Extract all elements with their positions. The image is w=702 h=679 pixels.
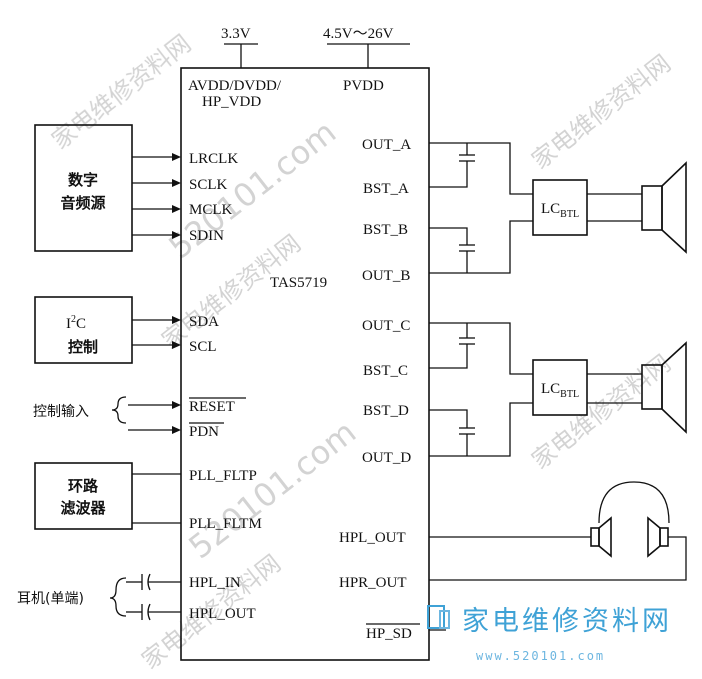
pin-scl: SCL (189, 339, 217, 355)
pin-hpl-out-right: HPL_OUT (339, 530, 406, 546)
control-input-label: 控制输入 (33, 404, 89, 420)
supply-3v3-label: 3.3V (221, 26, 251, 42)
out-d-wire (429, 402, 533, 457)
control-input-group: 控制输入 (33, 396, 181, 434)
headphone-left-magnet (590, 527, 600, 547)
bridge-channel-ab: LCBTL (429, 142, 687, 274)
lc-btl-label: LCBTL (541, 381, 579, 400)
pin-hpl-out-left: HPL_OUT (189, 606, 256, 622)
loop-filter-line1: 环路 (68, 477, 99, 495)
out-b-wire (429, 220, 533, 274)
pin-hpl-in: HPL_IN (189, 575, 241, 591)
lc-btl-filter-ab (532, 179, 588, 236)
source-arrows (132, 153, 181, 239)
site-watermark-logo: 家电维修资料网 www.520101.com (427, 605, 672, 663)
arrow-head (172, 205, 181, 213)
loop-filter-line2: 滤波器 (60, 499, 106, 517)
arrow-head (172, 341, 181, 349)
headphone-label: 耳机(单端) (17, 591, 84, 607)
out-a-wire (429, 142, 533, 195)
i2c-control-block: I2C 控制 (34, 296, 181, 364)
logo-mark-icon (427, 605, 445, 629)
supply-rails: 3.3V 4.5V～26V (221, 26, 410, 68)
arrow-head (172, 426, 181, 434)
chip-body (180, 67, 430, 661)
bst-d-wire (429, 409, 468, 428)
loop-filter-block: 环路 滤波器 (34, 462, 181, 530)
loop-filter-box (34, 462, 133, 530)
chip-name: TAS5719 (270, 275, 327, 291)
pin-lrclk: LRCLK (189, 151, 238, 167)
control-input-brace (111, 396, 127, 424)
pin-sclk: SCLK (189, 177, 228, 193)
arrow-head (172, 316, 181, 324)
digital-audio-source-line2: 音频源 (60, 194, 105, 212)
digital-audio-source-box (34, 124, 133, 252)
pin-bst-b: BST_B (363, 222, 408, 238)
lc-btl-label: LCBTL (541, 201, 579, 220)
headphone-right-magnet (659, 527, 669, 547)
headphone-band-icon (598, 481, 670, 524)
watermark-logo-url: www.520101.com (476, 649, 605, 663)
out-c-wire (429, 322, 533, 375)
hpr-out-wire (429, 536, 687, 581)
pin-pdn: PDN (189, 424, 219, 440)
digital-audio-source-block: 数字 音频源 (34, 124, 181, 252)
pin-mclk: MCLK (189, 202, 233, 218)
pin-bst-d: BST_D (363, 403, 409, 419)
i2c-control-label: 控制 (68, 338, 98, 356)
watermark-logo-text: 家电维修资料网 (462, 606, 672, 637)
lc-btl-filter-cd (532, 359, 588, 416)
pin-hp-sd: HP_SD (366, 626, 412, 642)
headphone-output (429, 481, 687, 631)
pin-out-a: OUT_A (362, 137, 411, 153)
pin-hpr-out: HPR_OUT (339, 575, 407, 591)
pin-bst-c: BST_C (363, 363, 408, 379)
arrow-head (172, 153, 181, 161)
arrow-head (172, 231, 181, 239)
headphone-right-cup-icon (647, 516, 661, 558)
pin-out-b: OUT_B (362, 268, 410, 284)
pin-bst-a: BST_A (363, 181, 409, 197)
pin-pll-fltm: PLL_FLTM (189, 516, 262, 532)
pin-sda: SDA (189, 314, 219, 330)
pin-out-d: OUT_D (362, 450, 411, 466)
headphone-left-cup-icon (598, 516, 612, 558)
pin-pvdd-label: PVDD (343, 78, 384, 94)
watermark-text: 家电维修资料网 (46, 29, 196, 154)
tas5719-chip: AVDD/DVDD/ HP_VDD PVDD TAS5719 LRCLK SCL… (180, 67, 430, 661)
digital-audio-source-line1: 数字 (68, 171, 98, 189)
pin-reset: RESET (189, 399, 235, 415)
watermark-text: 家电维修资料网 (526, 49, 676, 174)
bridge-channel-cd: LCBTL (429, 322, 687, 457)
bst-a-wire (429, 161, 468, 188)
supply-pvdd-label: 4.5V～26V (323, 26, 394, 42)
i2c-control-box (34, 296, 133, 364)
headphone-brace (109, 577, 127, 617)
bst-b-wire (429, 227, 468, 245)
headphone-input-group: 耳机(单端) (17, 573, 181, 621)
arrow-head (172, 179, 181, 187)
pin-avdd-label: AVDD/DVDD/ (188, 78, 282, 94)
speaker-ab-icon (661, 161, 687, 254)
speaker-ab-magnet (641, 185, 663, 231)
pin-sdin: SDIN (189, 228, 224, 244)
pin-hpvdd-label: HP_VDD (202, 94, 261, 110)
i2c-label: I2C (66, 314, 86, 332)
arrow-head (172, 401, 181, 409)
pin-pll-fltp: PLL_FLTP (189, 468, 257, 484)
pin-out-c: OUT_C (362, 318, 410, 334)
speaker-cd-icon (661, 341, 687, 434)
bst-c-wire (429, 344, 468, 369)
watermark-text: 家电维修资料网 (526, 349, 676, 474)
